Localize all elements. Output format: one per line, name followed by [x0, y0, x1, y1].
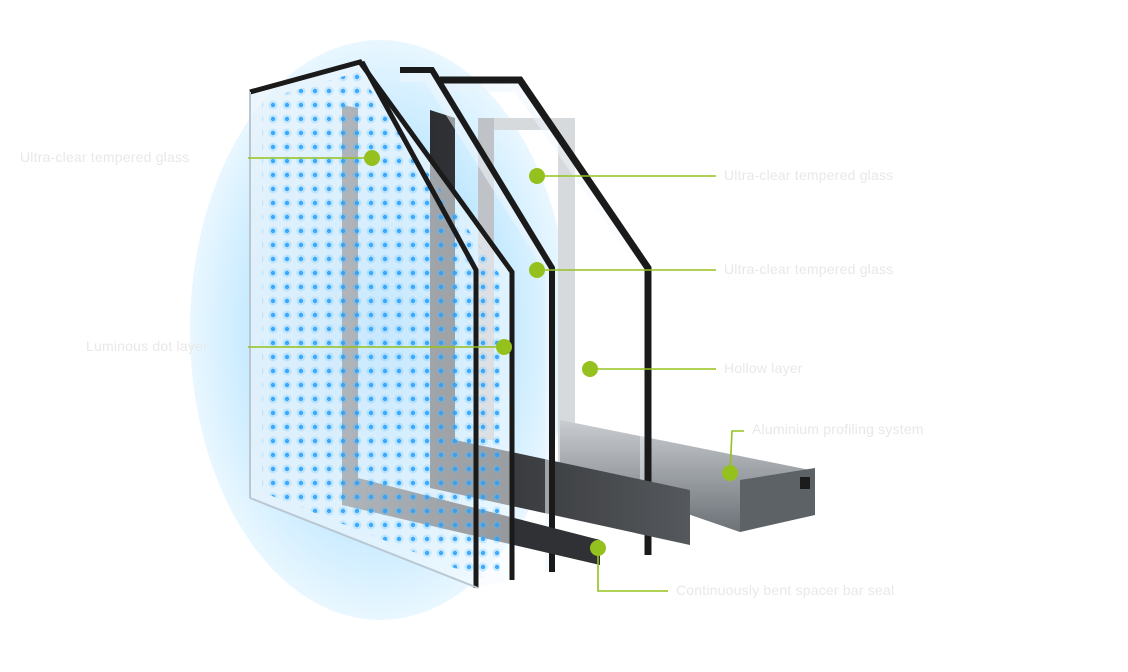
- middle-glass-pane: [400, 67, 555, 572]
- rear-spacer-bar: [430, 110, 690, 545]
- callout-dot-left-middle: [496, 339, 512, 355]
- label-spacer-bar-seal: Continuously bent spacer bar seal: [676, 582, 895, 598]
- label-ultra-clear-glass-left: Ultra-clear tempered glass: [20, 149, 190, 165]
- callout-dot-bottom: [590, 540, 606, 556]
- label-ultra-clear-glass-right-1: Ultra-clear tempered glass: [724, 167, 894, 183]
- rear-glass-pane: [440, 76, 652, 555]
- label-aluminium-profiling-system: Aluminium profiling system: [752, 421, 924, 437]
- callout-dots: [364, 150, 738, 556]
- callout-dot-left-top: [364, 150, 380, 166]
- callout-lines: [248, 157, 744, 592]
- callout-line-bottom: [597, 548, 668, 592]
- label-ultra-clear-glass-right-2: Ultra-clear tempered glass: [724, 261, 894, 277]
- callout-dot-right-top: [529, 168, 545, 184]
- callout-line-right-fourth: [729, 430, 744, 474]
- front-glass-pane: [249, 59, 515, 589]
- callout-dot-right-third: [582, 361, 598, 377]
- label-hollow-layer: Hollow layer: [724, 360, 803, 376]
- callout-dot-right-fourth: [722, 465, 738, 481]
- callout-dot-right-second: [529, 262, 545, 278]
- label-luminous-dot-layer: Luminous dot layer: [86, 338, 208, 354]
